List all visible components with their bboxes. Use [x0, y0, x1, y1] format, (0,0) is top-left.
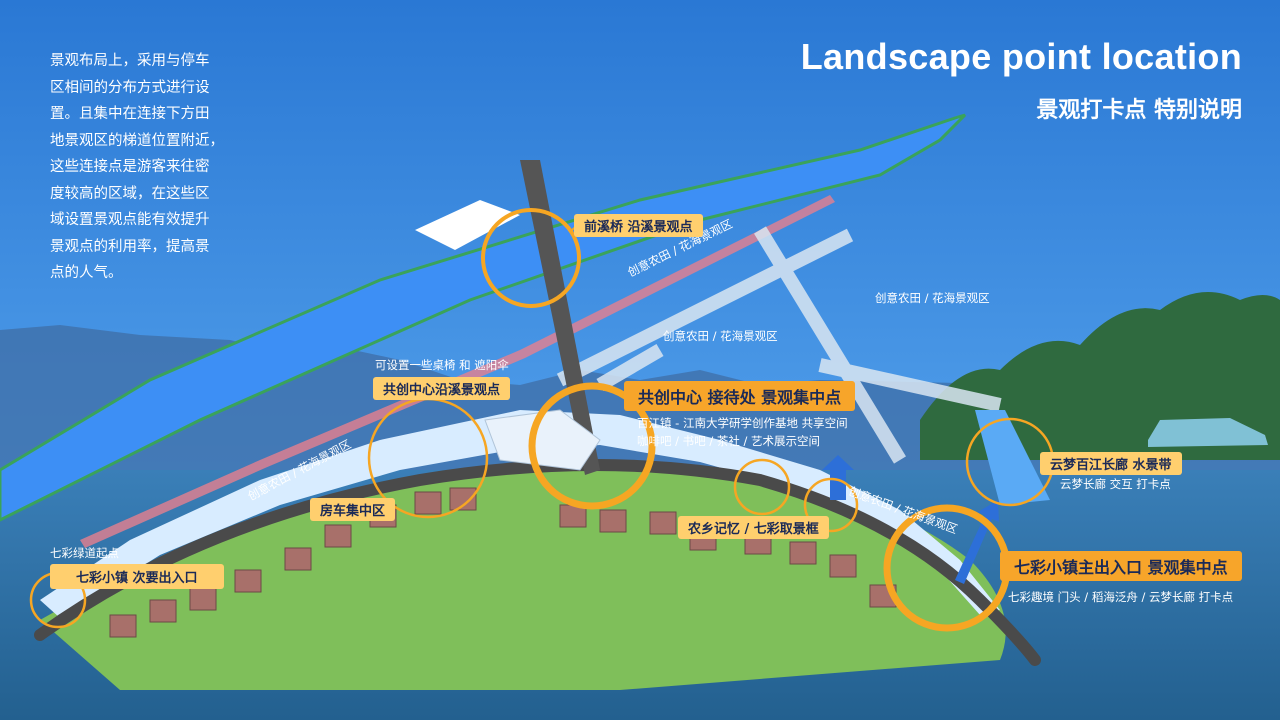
spot-label-nongxiang: 农乡记忆 / 七彩取景框	[678, 516, 829, 539]
intro-text: 景观布局上，采用与停车 区相间的分布方式进行设 置。且集中在连接下方田 地景观区…	[50, 48, 250, 287]
spot-label-rv-zone: 房车集中区	[310, 498, 396, 521]
intro-line: 景观布局上，采用与停车	[50, 53, 210, 69]
bridge-top	[415, 200, 520, 250]
spot-note-gongchuang: 可设置一些桌椅 和 遮阳伞	[375, 358, 509, 372]
bridge	[520, 160, 600, 475]
ring-gongchuang-center	[528, 382, 656, 510]
spot-desc-gongchuang-2: 咖啡吧 / 书吧 / 茶社 / 艺术展示空间	[637, 434, 821, 448]
site-platform	[40, 410, 1000, 618]
arrow-1	[822, 455, 854, 500]
intro-line: 区相间的分布方式进行设	[50, 79, 210, 96]
ring-nongxiang	[733, 458, 791, 516]
spot-label-yunmeng: 云梦百江长廊 水景带	[1040, 452, 1182, 475]
intro-line: 这些连接点是游客来往密	[50, 159, 210, 175]
spot-desc-yunmeng: 云梦长廊 交互 打卡点	[1060, 477, 1171, 491]
riverbank	[80, 195, 835, 548]
spot-label-gongchuang-creek: 共创中心沿溪景观点	[373, 377, 511, 400]
page-title-en: Landscape point location	[800, 36, 1242, 77]
spot-label-secondary-entrance: 七彩小镇 次要出入口	[50, 564, 224, 589]
car	[1148, 418, 1268, 447]
spot-desc-gongchuang-1: 百江镇 - 江南大学研学创作基地 共享空间	[637, 416, 848, 430]
ring-qianxi	[481, 208, 581, 308]
spot-label-main-entrance: 七彩小镇主出入口 景观集中点	[1000, 551, 1242, 581]
farm-roads	[556, 226, 1002, 464]
intro-line: 点的人气。	[50, 265, 123, 281]
page-title-cn: 景观打卡点 特别说明	[1036, 98, 1242, 123]
zone-label-farmland-2: 创意农田 / 花海景观区	[663, 329, 778, 343]
zone-label-farmland-3: 创意农田 / 花海景观区	[875, 291, 990, 305]
intro-line: 地景观区的梯道位置附近，	[50, 132, 224, 149]
intro-line: 景观点的利用率，提高景	[50, 238, 210, 255]
intro-line: 度较高的区域，在这些区	[50, 185, 210, 202]
intro-line: 置。且集中在连接下方田	[50, 106, 210, 122]
center-building	[484, 409, 601, 471]
spot-desc-main-entrance: 七彩趣境 门头 / 稻海泛舟 / 云梦长廊 打卡点	[1008, 590, 1234, 604]
river	[0, 113, 967, 522]
spot-note-greenway-start: 七彩绿道起点	[50, 546, 119, 560]
main-road	[34, 459, 1041, 666]
spot-label-gongchuang-center: 共创中心 接待处 景观集中点	[624, 381, 856, 411]
ring-arrow	[803, 477, 859, 533]
intro-line: 域设置景观点能有效提升	[50, 212, 210, 228]
water-feature	[975, 410, 1050, 505]
spot-label-qianxi-bridge: 前溪桥 沿溪景观点	[574, 214, 703, 237]
